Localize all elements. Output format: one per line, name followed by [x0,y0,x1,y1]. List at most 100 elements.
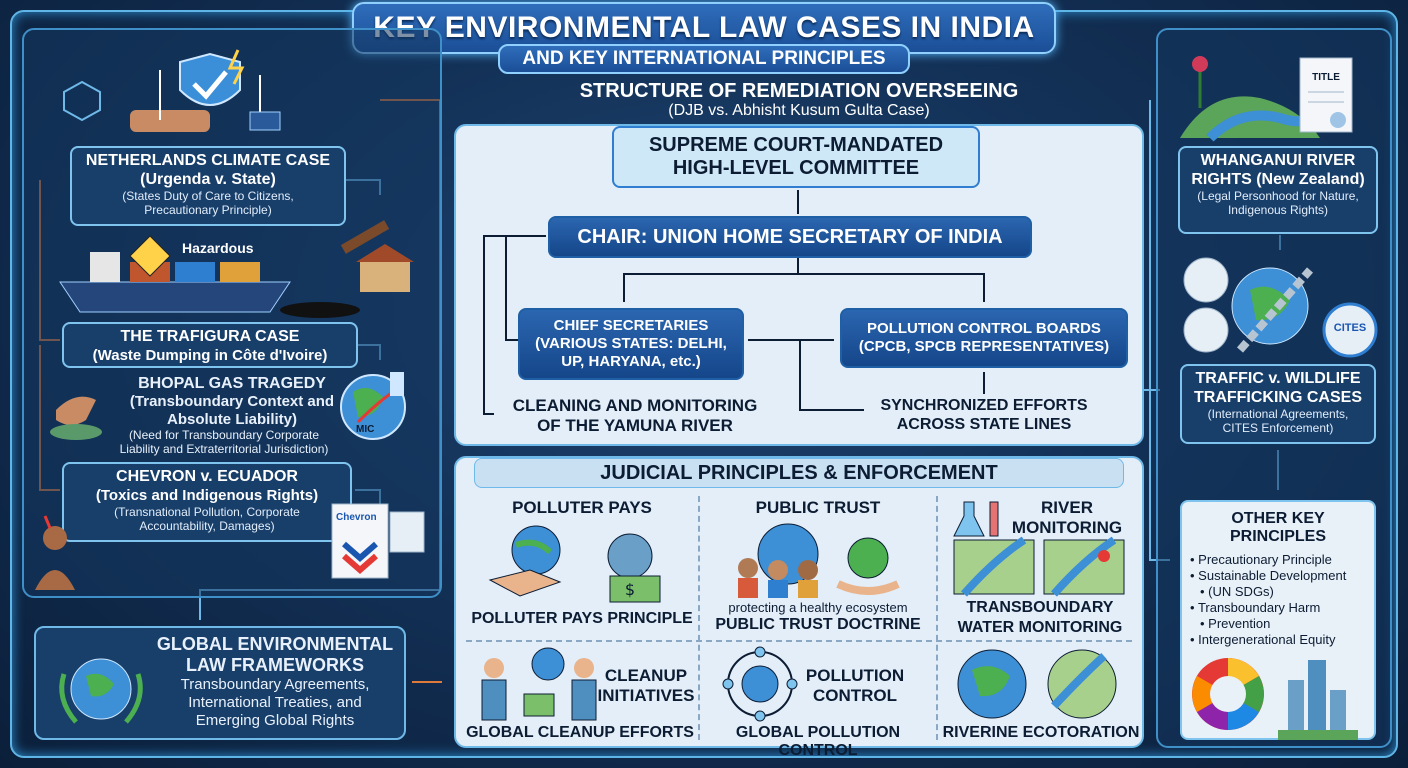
chair-node: CHAIR: UNION HOME SECRETARY OF INDIA [548,216,1032,258]
earth-river-icon [957,649,1117,719]
pollution-line1: POLLUTION [805,666,905,685]
case-netherlands-detail2: Precautionary Principle) [144,203,272,217]
svg-text:$: $ [625,580,635,599]
list-item: (UN SDGs) [1190,584,1374,600]
globe-icon [340,372,406,440]
judicial-title: JUDICIAL PRINCIPLES & ENFORCEMENT [600,462,998,484]
case-netherlands-detail: (States Duty of Care to Citizens, [122,189,294,203]
cleanup-heading: CLEANUP INITIATIVES [596,666,696,706]
case-bhopal-detail: (Need for Transboundary Corporate Liabil… [88,428,360,456]
synchronized-label: SYNCHRONIZED EFFORTS ACROSS STATE LINES [864,396,1104,434]
sync-line2: ACROSS STATE LINES [896,416,1072,433]
case-whanganui-detail1: (Legal Personhood for Nature, [1197,189,1359,203]
pcb-line1: POLLUTION CONTROL BOARDS [867,320,1101,337]
network-globe-icon [722,646,798,722]
structure-arrows [483,190,985,415]
page-subtitle: AND KEY INTERNATIONAL PRINCIPLES [522,48,886,69]
cargo-ship-icon [59,220,414,318]
case-whanganui-subtitle: RIGHTS (New Zealand) [1191,171,1365,188]
chief-line1: CHIEF SECRETARIES [553,317,709,334]
trans-line1: TRANSBOUNDARY [966,599,1114,616]
global-pollution-label: GLOBAL POLLUTION CONTROL [735,724,901,759]
indigenous-person-icon [35,515,75,590]
case-whanganui-title: WHANGANUI RIVER [1200,152,1356,169]
page-title: KEY ENVIRONMENTAL LAW CASES IN INDIA [373,11,1035,44]
river-monitoring-heading: RIVER MONITORING [1000,498,1134,538]
pollution-boards-node: POLLUTION CONTROL BOARDS (CPCB, SPCB REP… [840,308,1128,368]
global-cleanup-label: GLOBAL CLEANUP EFFORTS [466,724,694,741]
structure-subtitle: (DJB vs. Abhisht Kusum Gulta Case) [668,102,930,119]
case-traffic-detail1: (International Agreements, [1207,407,1349,421]
global-frameworks-line1: Transboundary Agreements, [180,676,370,693]
mic-label: MIC [356,424,375,435]
public-trust-caption: protecting a healthy ecosystem [728,600,908,615]
transboundary-heading: TRANSBOUNDARY WATER MONITORING [940,598,1140,638]
cleanup-line1: CLEANUP [604,666,688,685]
workers-icon [481,647,597,721]
chair-label: CHAIR: UNION HOME SECRETARY OF INDIA [577,225,1003,248]
sync-line1: SYNCHRONIZED EFFORTS [880,397,1088,414]
title-doc-label: TITLE [1312,72,1340,83]
cleaning-line1: CLEANING AND MONITORING [512,396,758,415]
case-traffic-subtitle: TRAFFICKING CASES [1194,389,1362,406]
judicial-title-bar [474,458,1124,488]
subtitle-banner: AND KEY INTERNATIONAL PRINCIPLES [498,44,910,74]
community-globe-icon [738,523,900,598]
chief-line2: (VARIOUS STATES: DELHI, [535,335,727,352]
case-chevron-detail1: (Transnational Pollution, Corporate [114,505,300,519]
committee-line2: HIGH-LEVEL COMMITTEE [672,157,920,179]
case-trafigura-subtitle: (Waste Dumping in Côte d'Ivoire) [92,347,328,364]
divider-3 [466,640,1132,642]
handshake-globe-icon: $ [488,525,661,603]
pollution-control-heading: POLLUTION CONTROL [800,666,910,706]
divider-1 [698,496,700,740]
river-line2: MONITORING [1011,518,1123,537]
list-item: Sustainable Development [1190,568,1374,584]
case-bhopal-subtitle2: Absolute Liability) [166,411,297,428]
case-traffic-detail2: CITES Enforcement) [1222,421,1334,435]
case-bhopal-detail1: (Need for Transboundary Corporate [128,428,320,442]
case-traffic-title: TRAFFIC v. WILDLIFE [1195,370,1361,387]
polluter-pays-principle: POLLUTER PAYS PRINCIPLE [471,610,693,627]
case-trafigura: THE TRAFIGURA CASE (Waste Dumping in Côt… [62,322,358,368]
laurel-globe-icon [59,658,143,724]
global-frameworks-line3: Emerging Global Rights [195,712,355,729]
public-trust-heading: PUBLIC TRUST [755,498,881,517]
global-frameworks-text: GLOBAL ENVIRONMENTAL LAW FRAMEWORKS Tran… [150,634,400,730]
hazardous-label: Hazardous [182,240,254,256]
case-whanganui-detail2: Indigenous Rights) [1227,203,1329,217]
case-bhopal-detail2: Liability and Extraterritorial Jurisdict… [119,442,329,456]
title-banner: KEY ENVIRONMENTAL LAW CASES IN INDIA [352,2,1056,54]
pollution-line2: CONTROL [812,686,898,705]
sdg-wheel-icon [1192,658,1358,740]
list-item: Transboundary Harm [1190,600,1374,616]
cleaning-label: CLEANING AND MONITORING OF THE YAMUNA RI… [500,396,770,436]
pcb-line2: (CPCB, SPCB REPRESENTATIVES) [858,338,1110,355]
other-principles-box: OTHER KEY PRINCIPLES Precautionary Princ… [1180,500,1376,740]
global-frameworks-title1: GLOBAL ENVIRONMENTAL [156,634,394,654]
cleaning-line2: OF THE YAMUNA RIVER [537,416,733,435]
trans-line2: WATER MONITORING [957,619,1123,636]
case-bhopal: BHOPAL GAS TRAGEDY (Transboundary Contex… [106,374,358,429]
global-frameworks-title2: LAW FRAMEWORKS [186,655,364,675]
hexagon-network-icon [63,80,101,122]
structure-title: STRUCTURE OF REMEDIATION OVERSEEING [579,80,1019,102]
polluter-pays-heading: POLLUTER PAYS [512,498,652,517]
list-item: Intergenerational Equity [1190,632,1374,648]
climate-shield-icon [130,49,281,132]
case-traffic: TRAFFIC v. WILDLIFE TRAFFICKING CASES (I… [1180,364,1376,444]
case-chevron-title: CHEVRON v. ECUADOR [116,468,298,485]
wildlife-chain-icon [1183,257,1378,358]
hand-pouring-icon [50,396,102,440]
case-chevron-subtitle: (Toxics and Indigenous Rights) [95,487,319,504]
chief-line3: UP, HARYANA, etc.) [561,353,701,370]
cites-label: CITES [1333,322,1367,334]
case-chevron: CHEVRON v. ECUADOR (Toxics and Indigenou… [62,462,352,542]
global-frameworks-line2: International Treaties, and [188,694,362,711]
other-principles-title: OTHER KEY PRINCIPLES [1229,510,1326,545]
river-line1: RIVER [1041,498,1093,517]
public-trust-doctrine: PUBLIC TRUST DOCTRINE [715,616,921,633]
committee-node: SUPREME COURT-MANDATED HIGH-LEVEL COMMIT… [612,126,980,188]
case-netherlands-title: NETHERLANDS CLIMATE CASE [85,152,331,169]
